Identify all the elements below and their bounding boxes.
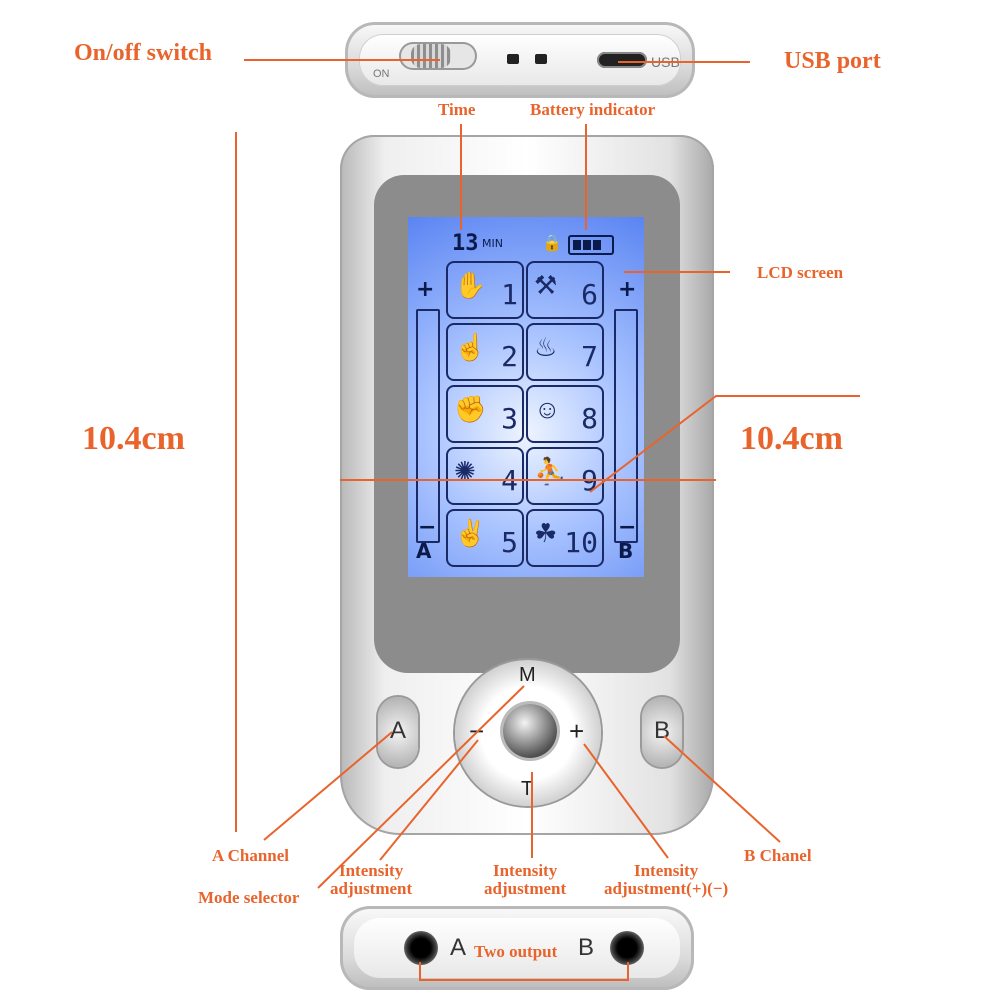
- mode-number: 1: [501, 278, 518, 311]
- callout-battery: Battery indicator: [530, 100, 656, 119]
- intensity-bar-b: [614, 309, 638, 543]
- callout-on-off: On/off switch: [74, 40, 212, 66]
- timer-button[interactable]: T: [521, 778, 534, 800]
- figure-massage-icon: ♨: [534, 333, 558, 362]
- led-slot: [507, 54, 519, 64]
- mode-number: 5: [501, 526, 518, 559]
- mode-cell-5: ✌5: [446, 509, 524, 567]
- callout-height: 10.4cm: [82, 420, 185, 457]
- mode-cell-3: ✊3: [446, 385, 524, 443]
- callout-intensity-left: Intensity adjustment: [330, 861, 413, 898]
- mode-cell-7: ♨7: [526, 323, 604, 381]
- lock-icon: 🔒: [542, 233, 562, 252]
- leader-mode-selector: [317, 685, 525, 889]
- minus-a: −: [418, 515, 437, 540]
- usb-port: [597, 52, 647, 68]
- massage-hand-icon: ✋: [454, 271, 487, 300]
- hammer-icon: ⚒: [534, 271, 558, 300]
- callout-time: Time: [438, 100, 476, 119]
- callout-a-channel: A Channel: [212, 846, 289, 865]
- running-figure-icon: ⛹: [534, 457, 567, 486]
- acupuncture-icon: ✺: [454, 457, 476, 486]
- leader-intensity-right: [583, 743, 669, 859]
- callout-usb: USB port: [784, 48, 881, 74]
- plus-button[interactable]: +: [569, 716, 585, 746]
- time-unit: MIN: [482, 237, 503, 250]
- channel-b-label: B: [618, 539, 634, 563]
- top-panel: ON USB: [359, 34, 681, 86]
- output-jack-b: [610, 931, 644, 965]
- device-bottom-view: A B: [340, 906, 694, 990]
- plus-a: +: [416, 277, 435, 302]
- leader-mode-9: [589, 395, 860, 493]
- mode-number: 7: [581, 340, 598, 373]
- mode-number: 3: [501, 402, 518, 435]
- leader-a-channel: [263, 731, 393, 841]
- leader-two-output: [419, 962, 629, 981]
- callout-width: 10.4cm: [740, 420, 843, 457]
- minus-b: −: [618, 515, 637, 540]
- plus-b: +: [618, 277, 637, 302]
- control-ring: M T − +: [455, 660, 601, 806]
- switch-label: ON: [373, 68, 390, 80]
- mode-button[interactable]: M: [519, 664, 536, 686]
- mode-number: 8: [581, 402, 598, 435]
- leader-b-channel: [663, 735, 781, 843]
- output-jack-a: [404, 931, 438, 965]
- callout-b-channel: B Chanel: [744, 846, 812, 865]
- kneading-icon: ☝: [454, 333, 487, 362]
- on-off-switch: [399, 42, 477, 70]
- mode-cell-6: ⚒6: [526, 261, 604, 319]
- jack-b-label: B: [578, 934, 595, 961]
- switch-knob: [411, 44, 451, 68]
- callout-two-output: Two output: [474, 942, 558, 961]
- intensity-bar-a: [416, 309, 440, 543]
- head-massage-icon: ☺: [534, 395, 561, 424]
- callout-intensity-mid: Intensity adjustment: [484, 861, 567, 898]
- callout-intensity-right: Intensity adjustment(+)(−): [604, 861, 729, 898]
- a-button-label: A: [389, 717, 406, 744]
- bottom-panel: A B: [354, 918, 680, 978]
- center-button[interactable]: [503, 704, 557, 758]
- tens-device: 13 MIN 🔒 + + − − A B ✋1⚒6☝2♨7✊3☺8✺4⛹9✌5☘…: [340, 135, 714, 835]
- callout-lcd: LCD screen: [757, 263, 844, 282]
- lcd-screen: 13 MIN 🔒 + + − − A B ✋1⚒6☝2♨7✊3☺8✺4⛹9✌5☘…: [408, 217, 644, 577]
- mode-cell-2: ☝2: [446, 323, 524, 381]
- mode-number: 6: [581, 278, 598, 311]
- screen-bezel: 13 MIN 🔒 + + − − A B ✋1⚒6☝2♨7✊3☺8✺4⛹9✌5☘…: [374, 175, 680, 673]
- mode-cell-1: ✋1: [446, 261, 524, 319]
- mode-cell-10: ☘10: [526, 509, 604, 567]
- callout-mode-selector: Mode selector: [198, 888, 300, 907]
- a-channel-button[interactable]: A: [378, 697, 418, 767]
- battery-icon: [568, 235, 614, 255]
- channel-a-label: A: [416, 539, 432, 563]
- device-top-view: ON USB: [345, 22, 695, 98]
- mode-number: 10: [564, 526, 598, 559]
- mode-cell-8: ☺8: [526, 385, 604, 443]
- jack-a-label: A: [450, 934, 467, 961]
- leader-intensity-left: [379, 739, 479, 861]
- time-digits: 13: [452, 231, 479, 256]
- shiatsu-icon: ✊: [454, 395, 487, 424]
- foot-icon: ☘: [534, 519, 558, 548]
- hand-icon: ✌: [454, 519, 487, 548]
- led-slot: [535, 54, 547, 64]
- mode-number: 2: [501, 340, 518, 373]
- minus-button[interactable]: −: [469, 716, 485, 746]
